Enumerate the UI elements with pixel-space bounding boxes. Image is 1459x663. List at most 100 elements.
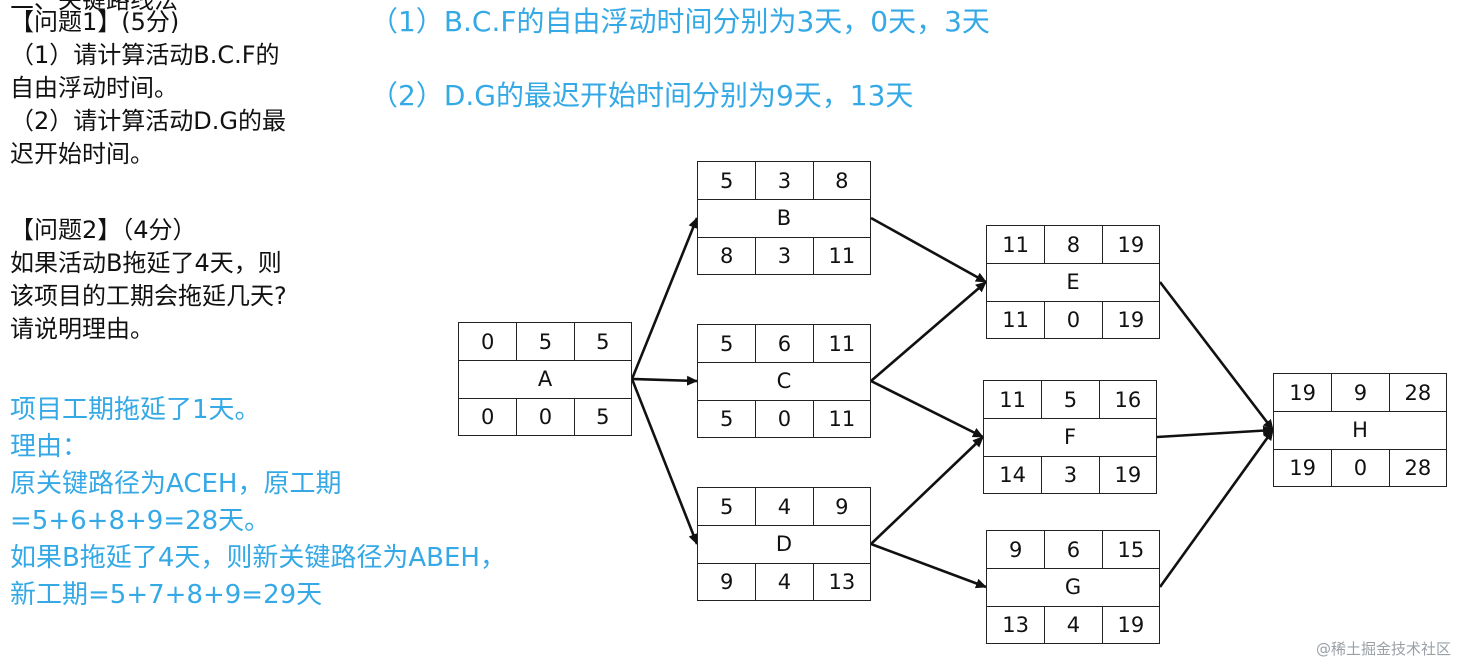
arrow-a-to-c bbox=[631, 375, 698, 386]
node-name: H bbox=[1274, 411, 1446, 448]
node-top-cell: 8 bbox=[1044, 226, 1101, 264]
answer-line: 原关键路径为ACEH，原工期 bbox=[10, 469, 342, 499]
node-bottom-cell: 4 bbox=[1044, 606, 1101, 643]
question-1-line: （1）请计算活动B.C.F的 bbox=[10, 41, 280, 69]
arrow-c-to-f bbox=[870, 379, 984, 439]
node-bottom-cell: 13 bbox=[812, 563, 870, 600]
node-top-cell: 15 bbox=[1101, 531, 1159, 569]
node-name: C bbox=[698, 362, 870, 399]
node-bottom-cell: 11 bbox=[812, 237, 870, 274]
node-top-cell: 16 bbox=[1098, 381, 1156, 419]
question-1-line: （2）请计算活动D.G的最 bbox=[10, 107, 286, 135]
node-top-cell: 11 bbox=[812, 325, 870, 363]
node-bottom-cell: 19 bbox=[1289, 455, 1317, 480]
node-bottom-cell: 4 bbox=[755, 563, 812, 600]
node-top-cell: 0 bbox=[480, 329, 495, 354]
node-name: B bbox=[698, 199, 870, 236]
node-bottom-cell: 5 bbox=[719, 406, 734, 431]
node-bottom-cell: 0 bbox=[1331, 449, 1388, 486]
node-top-cell: 9 bbox=[1008, 537, 1023, 562]
question-1-line: 自由浮动时间。 bbox=[10, 74, 178, 102]
node-top-cell: 5 bbox=[719, 168, 734, 193]
node-bottom-cell: 13 bbox=[1002, 612, 1030, 637]
node-bottom-cell: 28 bbox=[1388, 449, 1446, 486]
answer-line: 新工期=5+7+8+9=29天 bbox=[10, 580, 323, 610]
heading-cut-text: 二、关键路线法 bbox=[10, 0, 178, 14]
node-bottom-cell: 9 bbox=[719, 569, 734, 594]
answer-line: =5+6+8+9=28天。 bbox=[10, 506, 271, 536]
arrow-f-to-h bbox=[1156, 425, 1274, 439]
question-2-answer: 项目工期拖延了1天。 理由： 原关键路径为ACEH，原工期 =5+6+8+9=2… bbox=[10, 392, 506, 614]
question-1: 【问题1】(5分) （1）请计算活动B.C.F的 自由浮动时间。 （2）请计算活… bbox=[10, 6, 286, 171]
arrow-d-to-f bbox=[870, 436, 984, 545]
node-top-cell: 5 bbox=[573, 323, 631, 361]
answer-line: 理由： bbox=[10, 432, 89, 462]
arrow-c-to-e bbox=[870, 281, 987, 382]
arrow-a-to-b bbox=[630, 217, 699, 380]
node-name: G bbox=[987, 568, 1159, 605]
answer-line: 项目工期拖延了1天。 bbox=[10, 395, 261, 425]
question-1-title: 【问题1】(5分) bbox=[10, 8, 180, 36]
node-top-cell: 19 bbox=[1101, 226, 1159, 264]
node-bottom-cell: 11 bbox=[812, 400, 870, 437]
node-top-cell: 3 bbox=[755, 162, 812, 200]
question-1-line: 迟开始时间。 bbox=[10, 140, 154, 168]
arrow-d-to-g bbox=[870, 542, 987, 589]
question-2: 【问题2】（4分） 如果活动B拖延了4天，则 该项目的工期会拖延几天? 请说明理… bbox=[10, 214, 287, 346]
arrow-a-to-d bbox=[630, 378, 699, 545]
arrow-g-to-h bbox=[1158, 429, 1275, 588]
node-top-cell: 11 bbox=[999, 387, 1027, 412]
answer-line: 如果B拖延了4天，则新关键路径为ABEH， bbox=[10, 543, 506, 573]
node-bottom-cell: 0 bbox=[755, 400, 812, 437]
node-top-cell: 9 bbox=[1331, 374, 1388, 412]
watermark: @稀土掘金技术社区 bbox=[1315, 640, 1451, 658]
node-bottom-cell: 19 bbox=[1098, 456, 1156, 493]
node-top-cell: 9 bbox=[812, 488, 870, 526]
node-top-cell: 19 bbox=[1289, 380, 1317, 405]
node-bottom-cell: 14 bbox=[999, 462, 1027, 487]
node-bottom-cell: 19 bbox=[1101, 606, 1159, 643]
node-name: A bbox=[459, 360, 631, 397]
question-2-line: 该项目的工期会拖延几天? bbox=[10, 282, 287, 310]
node-name: D bbox=[698, 525, 870, 562]
node-top-cell: 4 bbox=[755, 488, 812, 526]
question-2-title: 【问题2】（4分） bbox=[10, 216, 197, 244]
node-name: E bbox=[987, 263, 1159, 300]
answer-1-text: （1）B.C.F的自由浮动时间分别为3天，0天，3天 bbox=[370, 5, 990, 38]
question-2-line: 请说明理由。 bbox=[10, 315, 154, 343]
node-top-cell: 5 bbox=[516, 323, 573, 361]
node-top-cell: 6 bbox=[1044, 531, 1101, 569]
node-bottom-cell: 3 bbox=[1041, 456, 1098, 493]
node-bottom-cell: 11 bbox=[1002, 307, 1030, 332]
node-bottom-cell: 8 bbox=[719, 243, 734, 268]
node-top-cell: 28 bbox=[1388, 374, 1446, 412]
node-top-cell: 8 bbox=[812, 162, 870, 200]
node-top-cell: 6 bbox=[755, 325, 812, 363]
node-top-cell: 11 bbox=[1002, 232, 1030, 257]
node-bottom-cell: 0 bbox=[516, 398, 573, 435]
node-name: F bbox=[984, 418, 1156, 455]
node-top-cell: 5 bbox=[1041, 381, 1098, 419]
heading-cut: 二、关键路线法 bbox=[10, 0, 178, 17]
node-top-cell: 5 bbox=[719, 494, 734, 519]
